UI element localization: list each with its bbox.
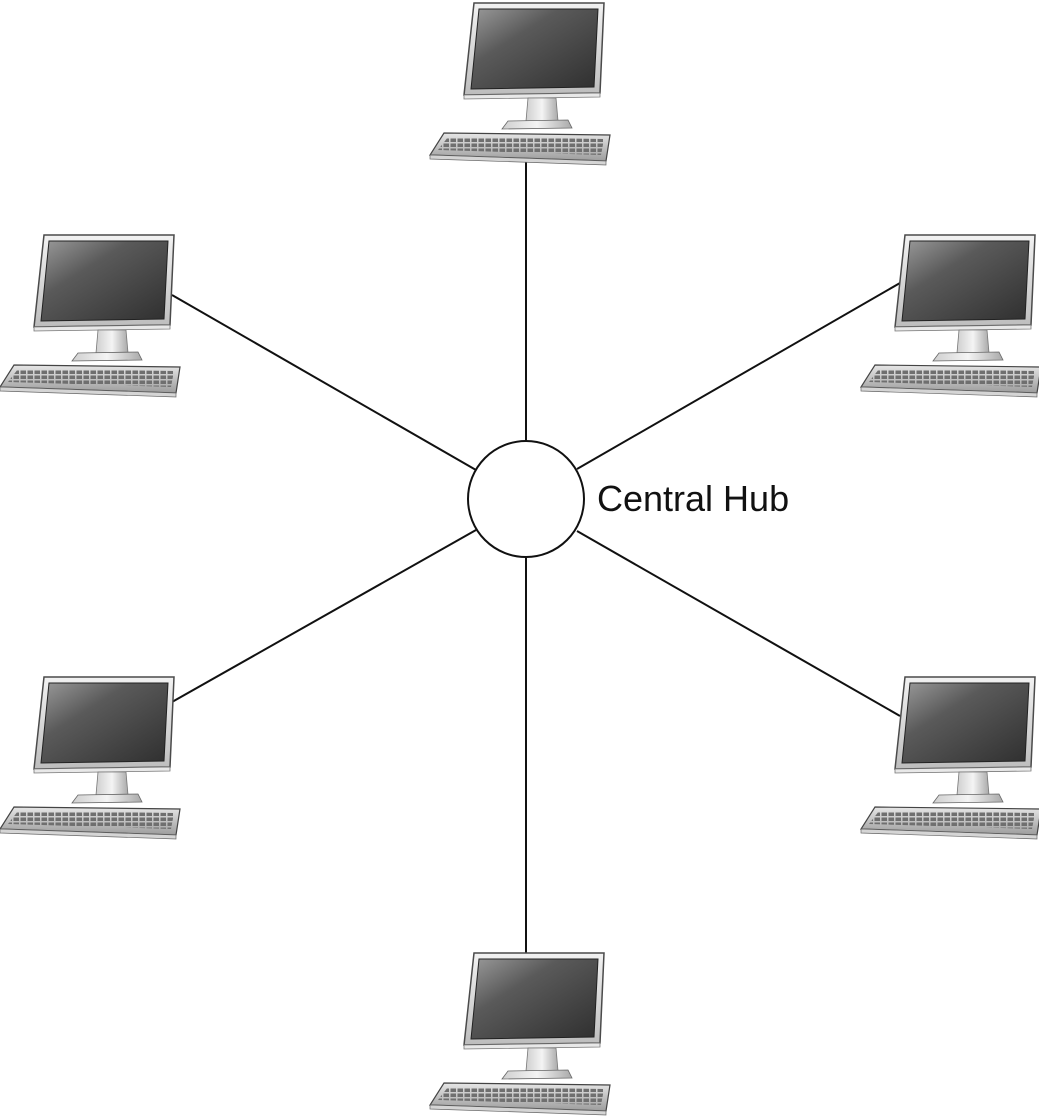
hub-label: Central Hub [597,478,789,519]
desktop-computer-icon [0,676,181,840]
link-lower-right [576,530,901,717]
desktop-computer-icon [0,234,181,398]
desktop-computer-icon [429,2,611,166]
link-upper-right [576,282,901,470]
desktop-computer-icon [860,676,1039,840]
central-hub-node [467,440,585,558]
link-lower-left [171,529,477,703]
connection-lines [171,160,901,955]
workstation-lower-right [860,676,1039,840]
workstation-upper-left [0,234,181,398]
workstation-lower-left [0,676,181,840]
workstation-bottom [429,952,611,1116]
workstation-top [429,2,611,166]
desktop-computer-icon [860,234,1039,398]
link-upper-left [171,294,477,471]
workstation-upper-right [860,234,1039,398]
desktop-computer-icon [429,952,611,1116]
